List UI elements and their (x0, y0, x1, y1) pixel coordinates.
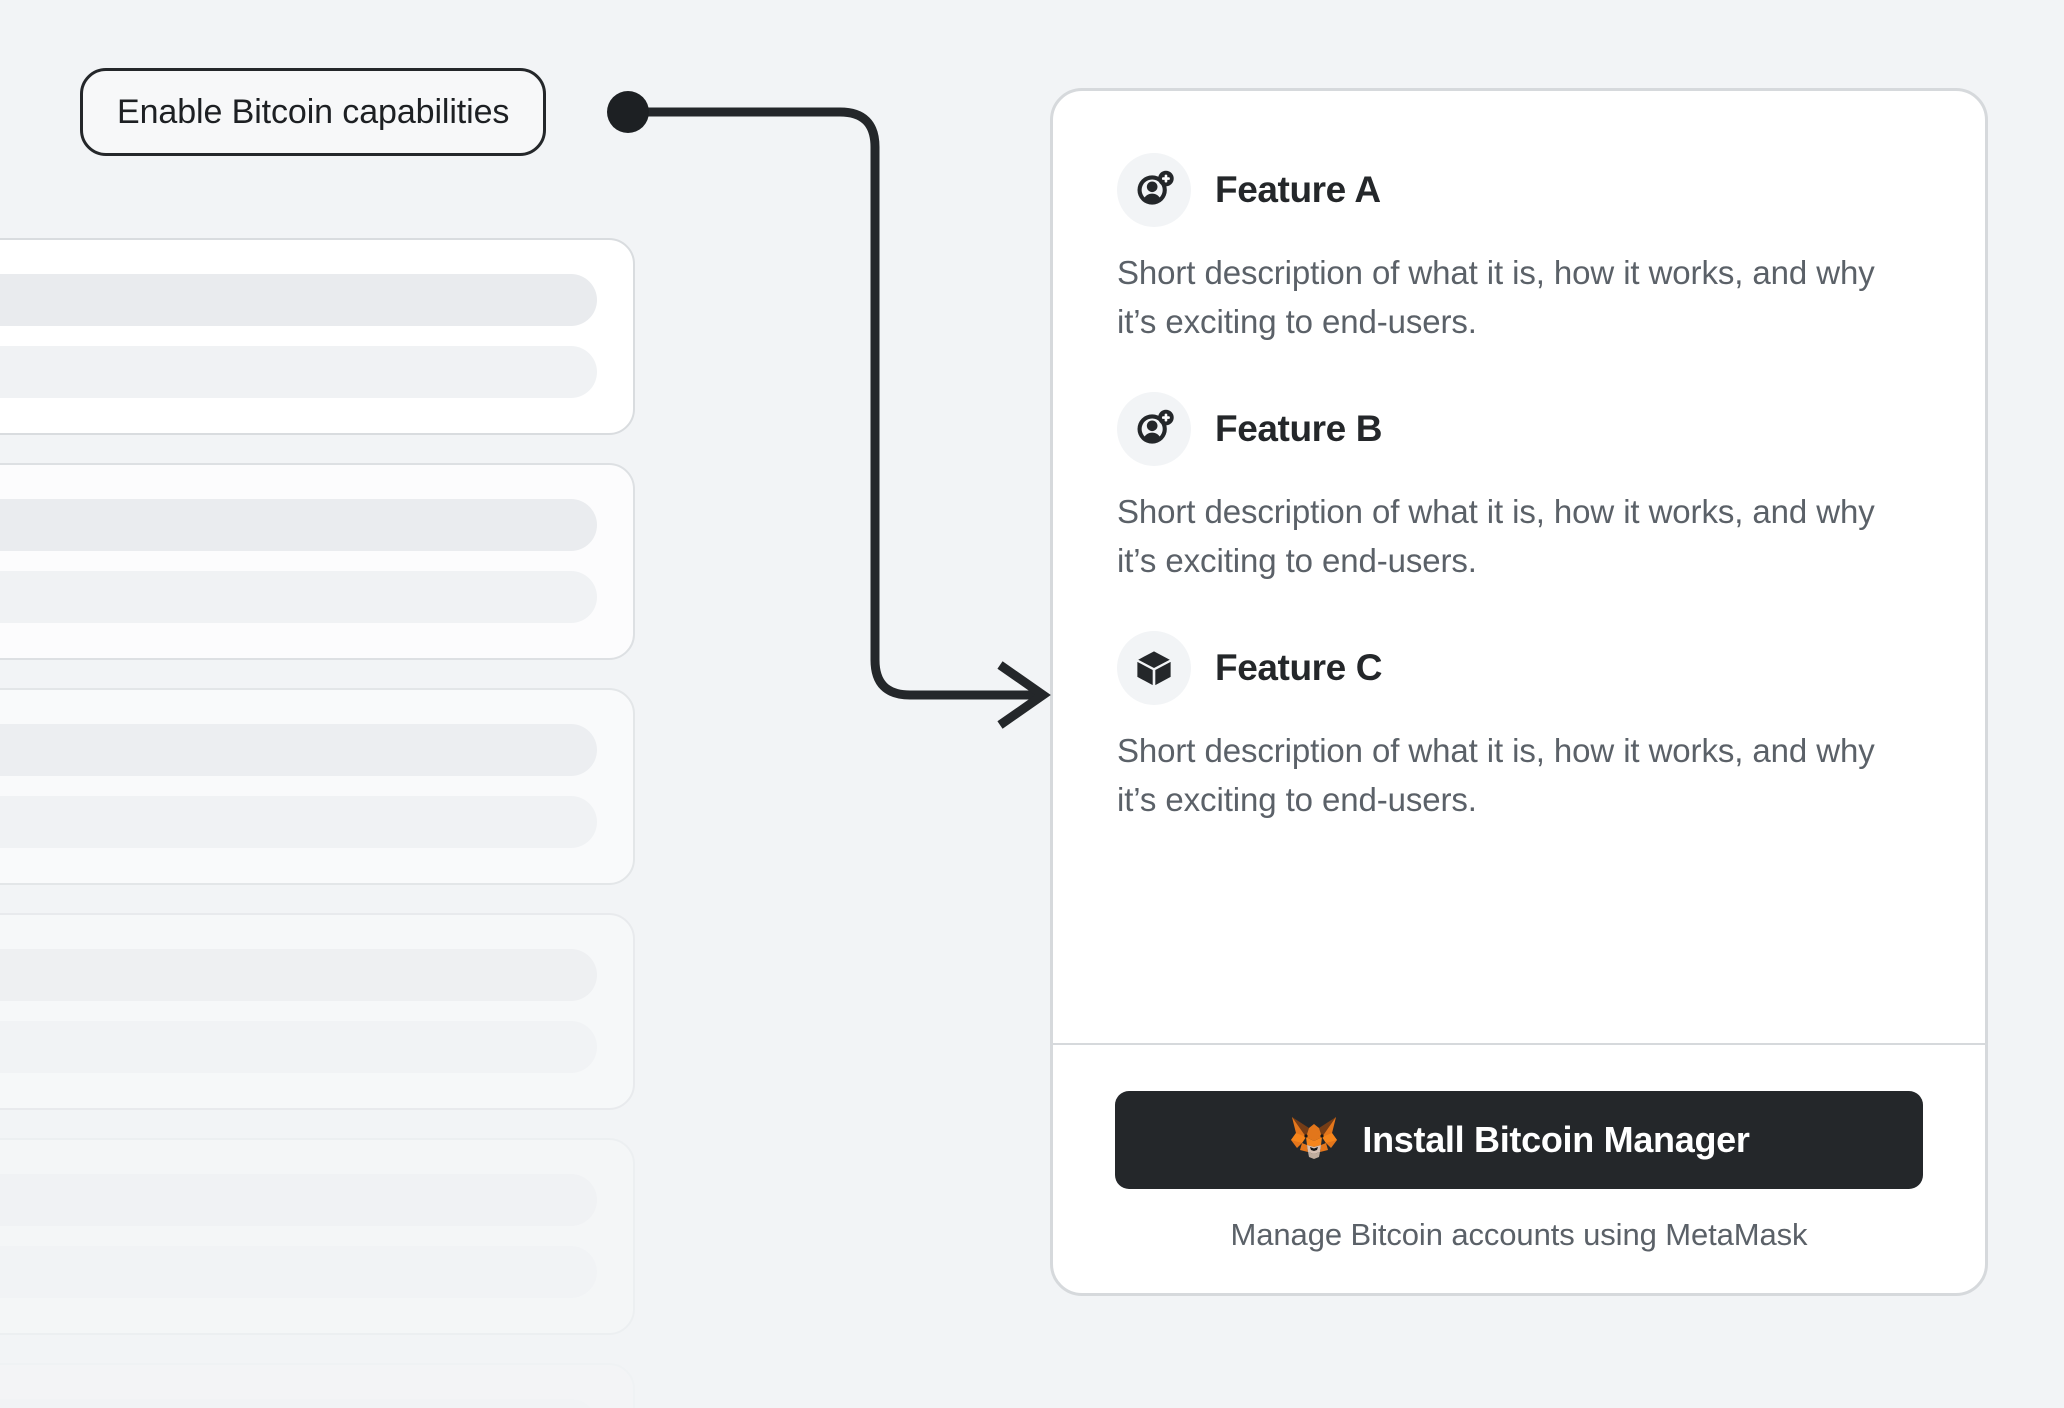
skeleton-bar-primary (0, 499, 597, 551)
install-caption: Manage Bitcoin accounts using MetaMask (1230, 1217, 1808, 1252)
card-footer: Install Bitcoin Manager Manage Bitcoin a… (1053, 1045, 1985, 1293)
install-button-label: Install Bitcoin Manager (1362, 1119, 1750, 1160)
feature-c-title: Feature C (1215, 647, 1383, 688)
skeleton-bar-primary (0, 949, 597, 1001)
cube-icon (1117, 631, 1191, 705)
skeleton-card (0, 913, 635, 1110)
skeleton-card (0, 688, 635, 885)
skeleton-bar-primary (0, 724, 597, 776)
skeleton-bar-secondary (0, 796, 597, 848)
connector-path (628, 107, 1040, 700)
callout-label: Enable Bitcoin capabilities (117, 92, 510, 131)
feature-card: Feature A Short description of what it i… (1050, 88, 1988, 1296)
feature-b-title: Feature B (1215, 408, 1383, 449)
feature-c-header: Feature C (1117, 631, 1921, 705)
skeleton-card (0, 463, 635, 660)
skeleton-bar-primary (0, 1399, 597, 1408)
feature-item-b: Feature B Short description of what it i… (1117, 392, 1921, 585)
card-divider (1053, 1043, 1985, 1045)
background-skeleton-list (0, 238, 640, 1408)
skeleton-bar-secondary (0, 1021, 597, 1073)
feature-a-header: Feature A (1117, 153, 1921, 227)
feature-item-a: Feature A Short description of what it i… (1117, 153, 1921, 346)
feature-item-c: Feature C Short description of what it i… (1117, 631, 1921, 824)
feature-list: Feature A Short description of what it i… (1053, 91, 1985, 1043)
skeleton-card (0, 238, 635, 435)
skeleton-bar-primary (0, 274, 597, 326)
skeleton-bar-secondary (0, 1246, 597, 1298)
install-bitcoin-manager-button[interactable]: Install Bitcoin Manager (1115, 1091, 1923, 1189)
skeleton-bar-primary (0, 1174, 597, 1226)
connector-origin-dot (607, 91, 649, 133)
skeleton-bar-secondary (0, 346, 597, 398)
user-add-icon (1117, 392, 1191, 466)
skeleton-bar-secondary (0, 571, 597, 623)
feature-b-header: Feature B (1117, 392, 1921, 466)
feature-b-description: Short description of what it is, how it … (1117, 493, 1875, 579)
user-add-icon (1117, 153, 1191, 227)
skeleton-card (0, 1138, 635, 1335)
callout-annotation-pill: Enable Bitcoin capabilities (80, 68, 547, 156)
feature-a-title: Feature A (1215, 169, 1381, 210)
feature-c-description: Short description of what it is, how it … (1117, 732, 1875, 818)
skeleton-card (0, 1363, 635, 1408)
feature-a-description: Short description of what it is, how it … (1117, 254, 1875, 340)
metamask-fox-icon (1288, 1114, 1340, 1167)
connector-arrowhead (997, 661, 1051, 729)
